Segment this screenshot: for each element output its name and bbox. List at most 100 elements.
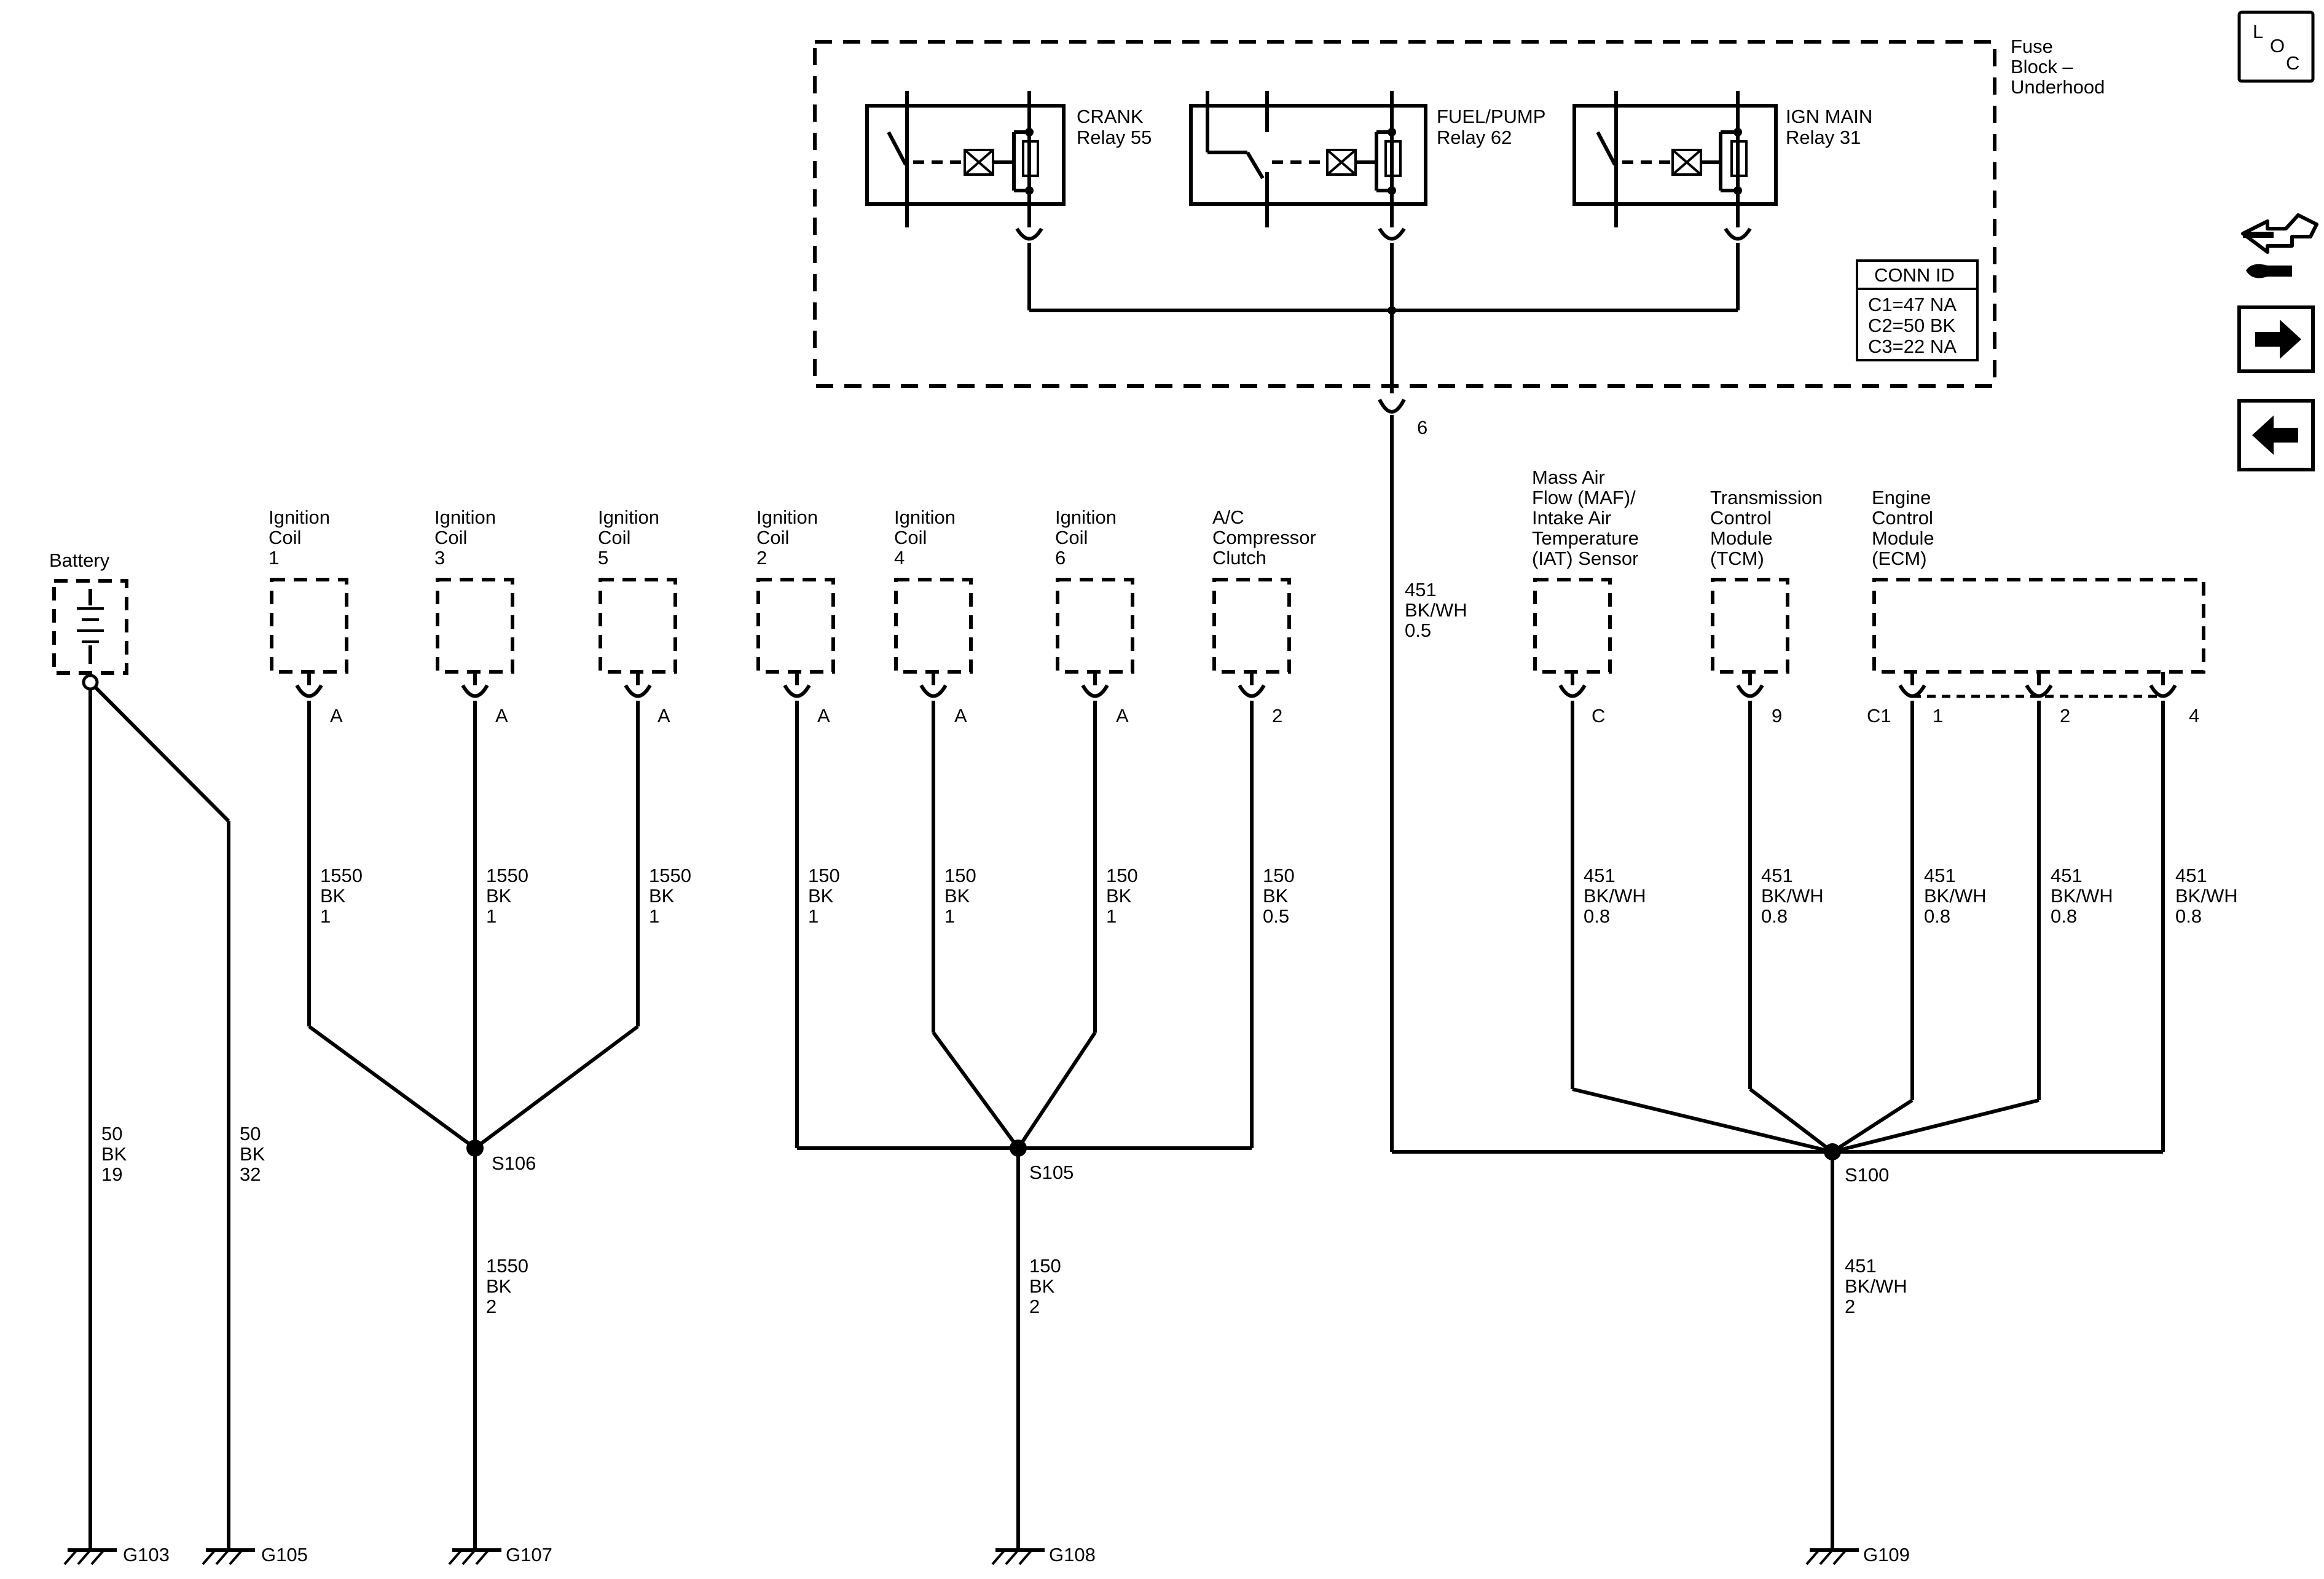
coil4-wire-circuit: 150 (944, 865, 976, 886)
ignition-coil-3: Ignition Coil 3 A 1550 BK 1 (434, 506, 528, 1540)
coil5-wire-size: 1 (649, 905, 659, 927)
tcm-pin: 9 (1772, 705, 1782, 726)
s105-wire-color: BK (1029, 1275, 1055, 1297)
battery-wire-2-color: BK (240, 1143, 265, 1165)
ac-label-1: A/C (1212, 506, 1244, 528)
coil2-wire-circuit: 150 (808, 865, 840, 886)
maf-wire-circuit: 451 (1584, 865, 1615, 886)
conn-id-row-1: C1=47 NA (1868, 294, 1957, 315)
ecm-wire1-size: 0.8 (1924, 905, 1950, 927)
maf-label-1: Mass Air (1532, 467, 1605, 488)
ground-g107-label: G107 (506, 1544, 552, 1565)
ecm-wire2-color: BK/WH (2051, 885, 2113, 907)
coil1-label-1: Ignition (269, 506, 330, 528)
coil2-pin: A (817, 705, 830, 726)
maf-label-3: Intake Air (1532, 507, 1611, 529)
splice-s106 (466, 1140, 484, 1157)
transmission-control-module: Transmission Control Module (TCM) 9 451 … (1710, 487, 1824, 1089)
next-page-button[interactable] (2237, 305, 2315, 373)
fuse-block-title-2: Block – (2011, 56, 2073, 77)
previous-page-button[interactable] (2237, 399, 2315, 471)
battery-wire-1-circuit: 50 (101, 1123, 122, 1144)
tcm-label-4: (TCM) (1710, 548, 1764, 569)
ecm-wire4-color: BK/WH (2175, 885, 2238, 907)
fuel-pump-relay-name: FUEL/PUMP (1437, 106, 1545, 127)
coil3-pin: A (495, 705, 508, 726)
crank-relay-sub: Relay 55 (1077, 127, 1152, 148)
fuse-block-title-3: Underhood (2011, 76, 2105, 98)
relay-diode-icon (1730, 140, 1748, 177)
engine-control-module: Engine Control Module (ECM) C1 1 451 BK/… (1867, 487, 2238, 1152)
coil3-label-2: Coil (434, 527, 467, 548)
ground-g108-label: G108 (1049, 1544, 1096, 1565)
fuse-wire-circuit: 451 (1405, 579, 1437, 600)
loc-button[interactable]: L O C (2237, 10, 2315, 83)
coil6-label-2: Coil (1055, 527, 1088, 548)
arrow-left-icon (2252, 415, 2298, 455)
ignition-coil-4: Ignition Coil 4 A 150 BK 1 (894, 506, 976, 1033)
coil4-label-3: 4 (894, 547, 905, 569)
ecm-label-2: Control (1872, 507, 1933, 529)
tcm-wire-circuit: 451 (1761, 865, 1793, 886)
s105-wire-size: 2 (1029, 1296, 1040, 1317)
ground-g105: G105 (202, 1540, 308, 1565)
ground-g109-label: G109 (1863, 1544, 1910, 1565)
coil6-wire-circuit: 150 (1106, 865, 1138, 886)
fuse-output-pin: 6 (1417, 417, 1427, 438)
crank-relay-55: CRANK Relay 55 (865, 91, 1152, 310)
coil3-wire-color: BK (486, 885, 512, 907)
ecm-wire1-circuit: 451 (1924, 865, 1956, 886)
component-tools-icon[interactable] (2241, 213, 2318, 278)
maf-iat-sensor: Mass Air Flow (MAF)/ Intake Air Temperat… (1532, 467, 1646, 1089)
coil6-wire-color: BK (1106, 885, 1132, 907)
relay-diode-icon (1022, 140, 1039, 177)
coil5-label-3: 5 (598, 547, 608, 569)
splice-s100-label: S100 (1845, 1164, 1889, 1186)
maf-label-4: Temperature (1532, 527, 1639, 549)
s100-wire-size: 2 (1845, 1296, 1855, 1317)
conn-id-row-3: C3=22 NA (1868, 336, 1957, 357)
coil3-label-3: 3 (434, 547, 445, 569)
ground-g108: G108 (991, 1540, 1096, 1565)
coil6-wire-size: 1 (1106, 905, 1117, 927)
ac-wire-size: 0.5 (1263, 905, 1289, 927)
arrow-right-icon (2255, 320, 2301, 359)
ac-wire-circuit: 150 (1263, 865, 1295, 886)
coil5-label-1: Ignition (598, 506, 659, 528)
ground-g107: G107 (448, 1540, 552, 1565)
maf-label-2: Flow (MAF)/ (1532, 487, 1636, 508)
ecm-label-3: Module (1872, 527, 1934, 549)
coil1-wire-circuit: 1550 (320, 865, 363, 886)
ecm-wire4-size: 0.8 (2175, 905, 2202, 927)
s100-wire-color: BK/WH (1845, 1275, 1907, 1297)
tcm-label-2: Control (1710, 507, 1772, 529)
maf-label-5: (IAT) Sensor (1532, 548, 1638, 569)
ignition-coil-6: Ignition Coil 6 A 150 BK 1 (1055, 506, 1138, 1033)
ecm-wire2-size: 0.8 (2051, 905, 2077, 927)
ecm-wire4-circuit: 451 (2175, 865, 2207, 886)
coil6-label-1: Ignition (1055, 506, 1117, 528)
battery-wire-2-circuit: 50 (240, 1123, 261, 1144)
loc-c: C (2286, 52, 2299, 74)
coil5-wire-color: BK (649, 885, 675, 907)
s106-wire-color: BK (486, 1275, 512, 1297)
crank-relay-name: CRANK (1077, 106, 1144, 127)
ecm-label-4: (ECM) (1872, 548, 1927, 569)
splice-s105-label: S105 (1029, 1162, 1074, 1183)
ign-main-relay-name: IGN MAIN (1786, 106, 1872, 127)
battery-wire-2-size: 32 (240, 1164, 261, 1185)
ecm-pin-4: 4 (2189, 705, 2199, 726)
coil4-label-2: Coil (894, 527, 927, 548)
battery-wire-1-size: 19 (101, 1164, 122, 1185)
coil5-pin: A (658, 705, 670, 726)
fuse-block-underhood: Fuse Block – Underhood CRANK Relay 55 (813, 36, 2105, 393)
s106-wire-circuit: 1550 (486, 1255, 528, 1277)
fuse-wire-color: BK/WH (1405, 599, 1467, 621)
battery: Battery 50 BK 19 50 BK 32 (49, 549, 265, 1540)
coil1-label-2: Coil (269, 527, 301, 548)
ign-main-relay-31: IGN MAIN Relay 31 (1572, 91, 1872, 310)
ecm-wire1-color: BK/WH (1924, 885, 1987, 907)
fuel-pump-relay-sub: Relay 62 (1437, 127, 1512, 148)
s105-wire-circuit: 150 (1029, 1255, 1061, 1277)
